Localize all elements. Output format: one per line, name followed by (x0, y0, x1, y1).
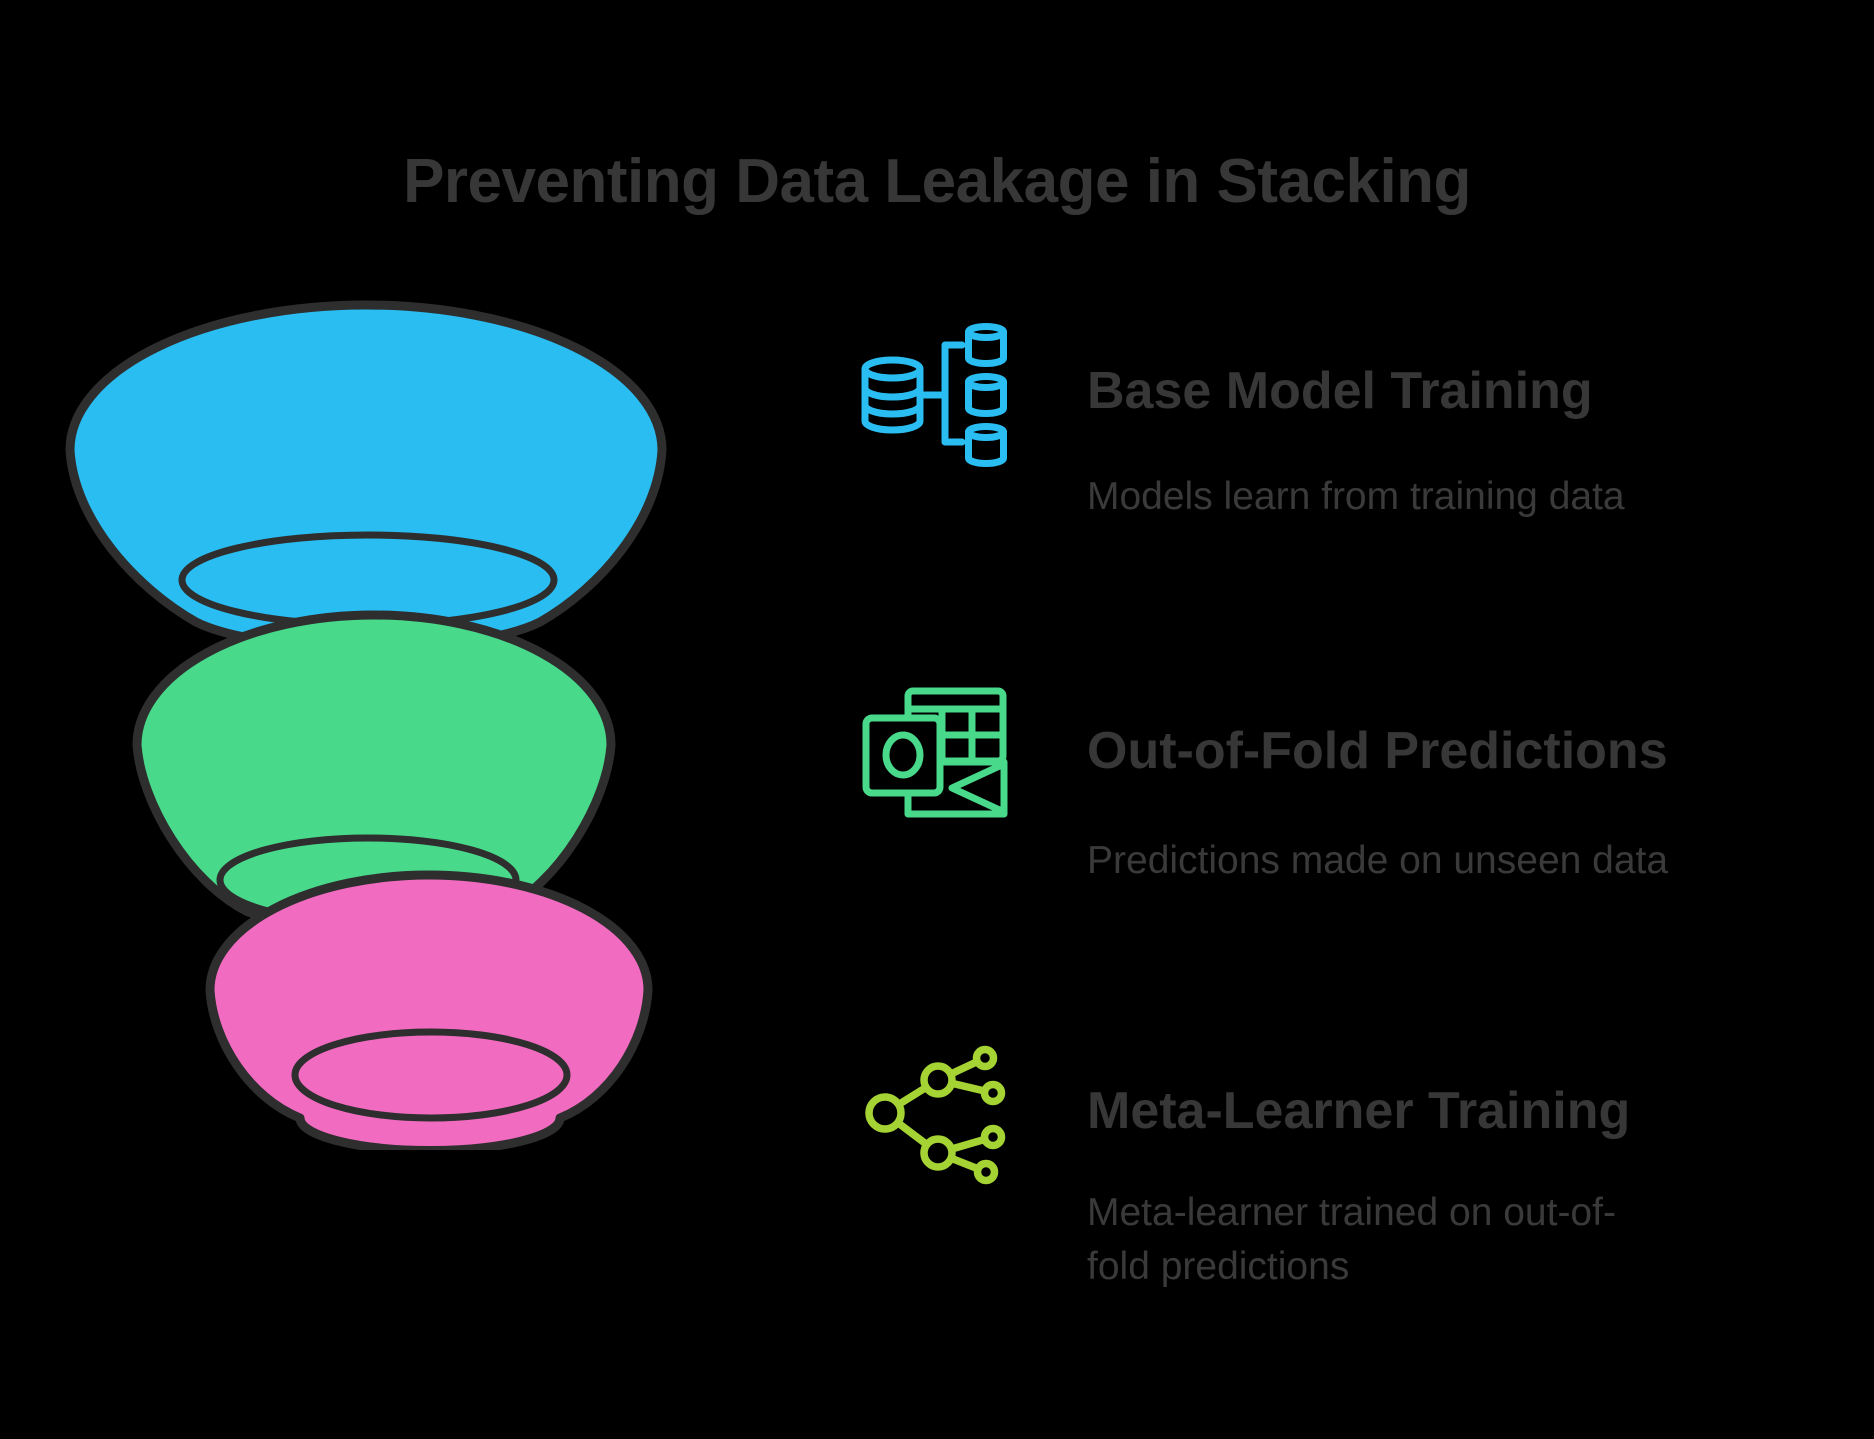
funnel-rim-bottom (291, 1028, 571, 1122)
page-title: Preventing Data Leakage in Stacking (403, 147, 1471, 216)
step-heading-out-of-fold-predictions: Out-of-Fold Predictions (1087, 722, 1668, 780)
network-tree-icon (865, 1045, 1006, 1185)
step-description-meta-learner-training: Meta-learner trained on out-of-fold pred… (1087, 1191, 1616, 1288)
step-heading-base-model-training: Base Model Training (1087, 362, 1593, 420)
step-description-out-of-fold-predictions: Predictions made on unseen data (1087, 839, 1669, 882)
funnel-layer-top (65, 300, 667, 653)
funnel-diagram (65, 300, 667, 1150)
funnel-layer-bottom (205, 870, 653, 1150)
database-branch-icon (861, 323, 1007, 467)
step-description-base-model-training: Models learn from training data (1087, 475, 1625, 518)
grid-envelope-icon (862, 687, 1008, 818)
step-heading-meta-learner-training: Meta-Learner Training (1087, 1082, 1631, 1140)
